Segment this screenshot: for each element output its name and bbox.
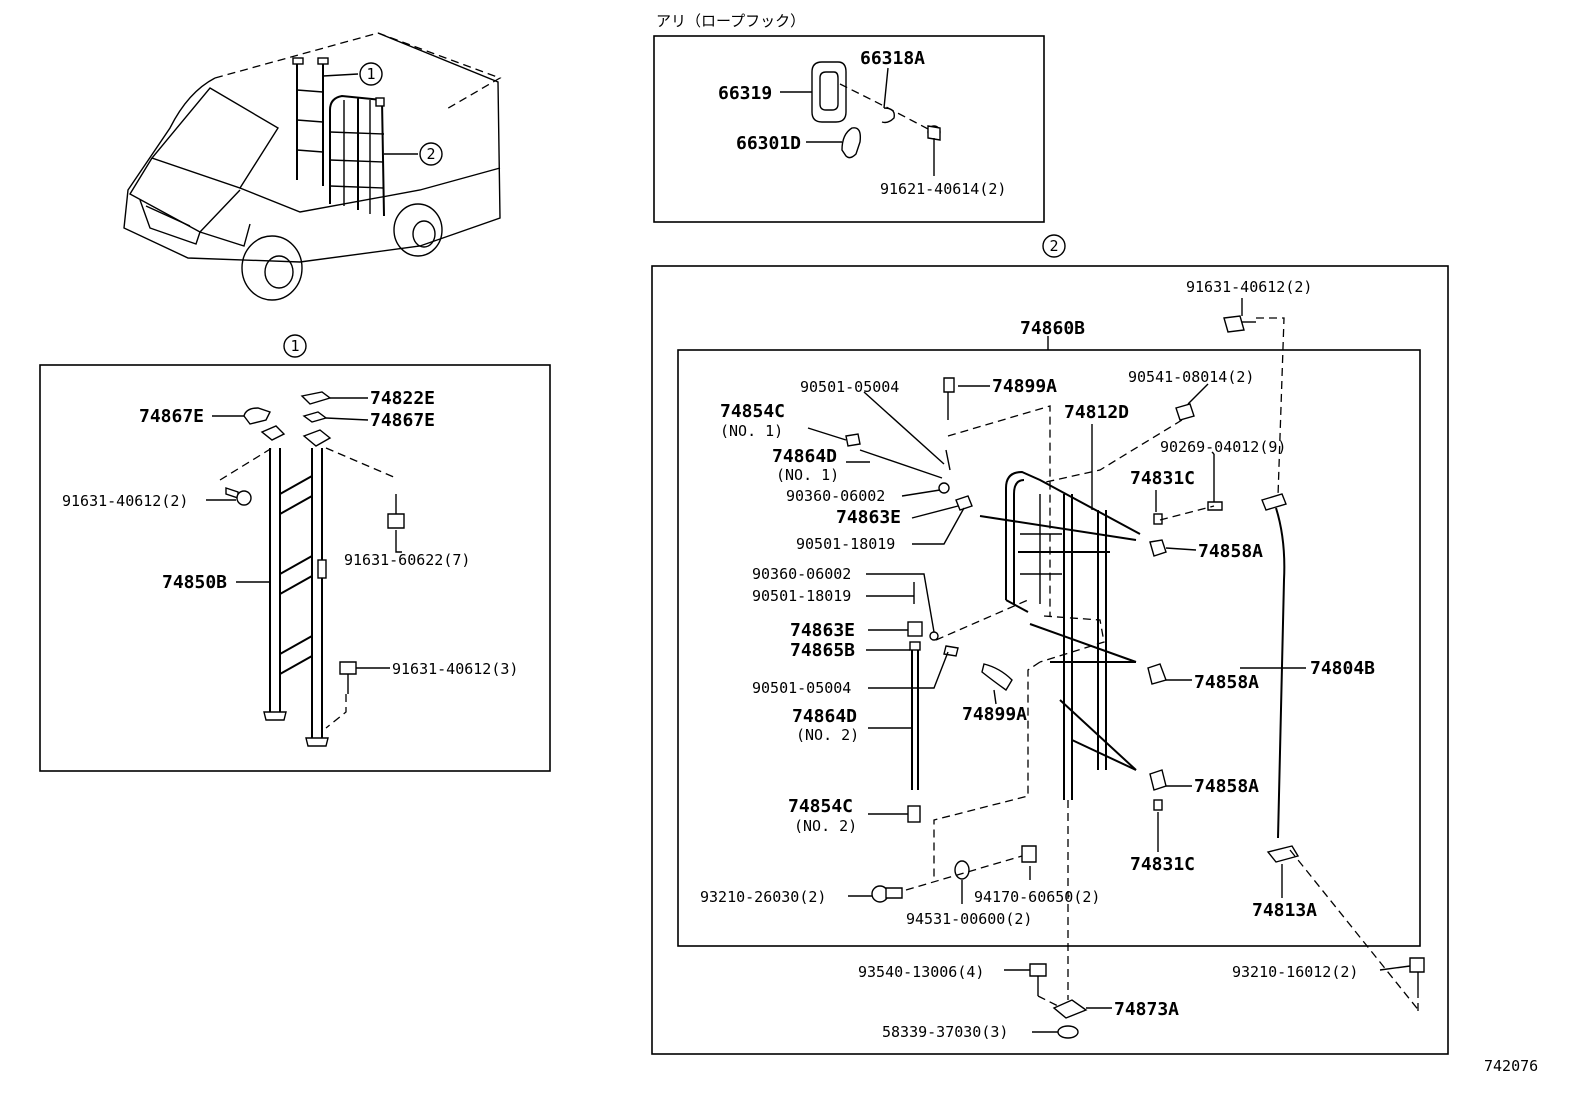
- label-74854C-1: 74854C: [720, 401, 785, 422]
- label-74865B: 74865B: [790, 640, 855, 661]
- label-no1-b: (NO. 1): [776, 466, 839, 484]
- label-no1-a: (NO. 1): [720, 422, 783, 440]
- label-94531-00600: 94531-00600(2): [906, 910, 1032, 928]
- rack-parts: [807, 298, 1425, 1039]
- label-74804B: 74804B: [1310, 658, 1375, 679]
- callout-label: 2: [1049, 237, 1058, 255]
- label-66319: 66319: [718, 83, 772, 104]
- label-93210-26030: 93210-26030(2): [700, 888, 826, 906]
- label-74863E-b: 74863E: [790, 620, 855, 641]
- label-74867E-right: 74867E: [370, 410, 435, 431]
- label-74831C-b: 74831C: [1130, 854, 1195, 875]
- rack-inner-box: [677, 349, 1421, 947]
- label-90501-18019-b: 90501-18019: [752, 587, 851, 605]
- label-74899A-a: 74899A: [992, 376, 1057, 397]
- label-90501-05004-b: 90501-05004: [752, 679, 851, 697]
- label-74899A-b: 74899A: [962, 704, 1027, 725]
- label-74822E: 74822E: [370, 388, 435, 409]
- label-no2-b: (NO. 2): [794, 817, 857, 835]
- callout-label: 1: [290, 337, 299, 355]
- label-90501-05004-a: 90501-05004: [800, 378, 899, 396]
- label-74813A: 74813A: [1252, 900, 1317, 921]
- callout-1-van: 1: [359, 62, 383, 86]
- label-58339-37030: 58339-37030(3): [882, 1023, 1008, 1041]
- van-illustration: [123, 32, 502, 301]
- label-91631-40612-3: 91631-40612(3): [392, 660, 518, 678]
- rope-hook-parts: [780, 61, 941, 176]
- callout-2-box: 2: [1042, 234, 1066, 258]
- callout-label: 2: [426, 145, 435, 163]
- diagram-id: 742076: [1484, 1057, 1538, 1075]
- label-74860B: 74860B: [1020, 318, 1085, 339]
- callout-1-box: 1: [283, 334, 307, 358]
- label-74867E-left: 74867E: [139, 406, 204, 427]
- label-74858A-b: 74858A: [1194, 672, 1259, 693]
- rope-hook-title: アリ（ロープフック）: [656, 12, 805, 30]
- label-93210-16012: 93210-16012(2): [1232, 963, 1358, 981]
- label-91631-40612-top: 91631-40612(2): [1186, 278, 1312, 296]
- label-74812D: 74812D: [1064, 402, 1129, 423]
- rack-outer-box: [651, 265, 1449, 1055]
- label-90541-08014: 90541-08014(2): [1128, 368, 1254, 386]
- label-90269-04012: 90269-04012(9): [1160, 438, 1286, 456]
- label-91621-40614: 91621-40614(2): [880, 180, 1006, 198]
- callout-2-van: 2: [419, 142, 443, 166]
- label-66301D: 66301D: [736, 133, 801, 154]
- label-74873A: 74873A: [1114, 999, 1179, 1020]
- label-74858A-c: 74858A: [1194, 776, 1259, 797]
- label-94170-60650: 94170-60650(2): [974, 888, 1100, 906]
- label-74858A-a: 74858A: [1198, 541, 1263, 562]
- label-90501-18019-a: 90501-18019: [796, 535, 895, 553]
- label-91631-60622-7: 91631-60622(7): [344, 551, 470, 569]
- label-74850B: 74850B: [162, 572, 227, 593]
- label-66318A: 66318A: [860, 48, 925, 69]
- rope-hook-box: [653, 35, 1045, 223]
- label-91631-40612-2: 91631-40612(2): [62, 492, 188, 510]
- label-74864D-1: 74864D: [772, 446, 837, 467]
- label-93540-13006: 93540-13006(4): [858, 963, 984, 981]
- label-74864D-2: 74864D: [792, 706, 857, 727]
- label-90360-06002-a: 90360-06002: [786, 487, 885, 505]
- label-no2-a: (NO. 2): [796, 726, 859, 744]
- callout-label: 1: [366, 65, 375, 83]
- label-74863E-a: 74863E: [836, 507, 901, 528]
- ladder-box: [39, 364, 551, 772]
- label-74854C-2: 74854C: [788, 796, 853, 817]
- label-90360-06002-b: 90360-06002: [752, 565, 851, 583]
- ladder-parts: [206, 391, 405, 747]
- label-74831C-a: 74831C: [1130, 468, 1195, 489]
